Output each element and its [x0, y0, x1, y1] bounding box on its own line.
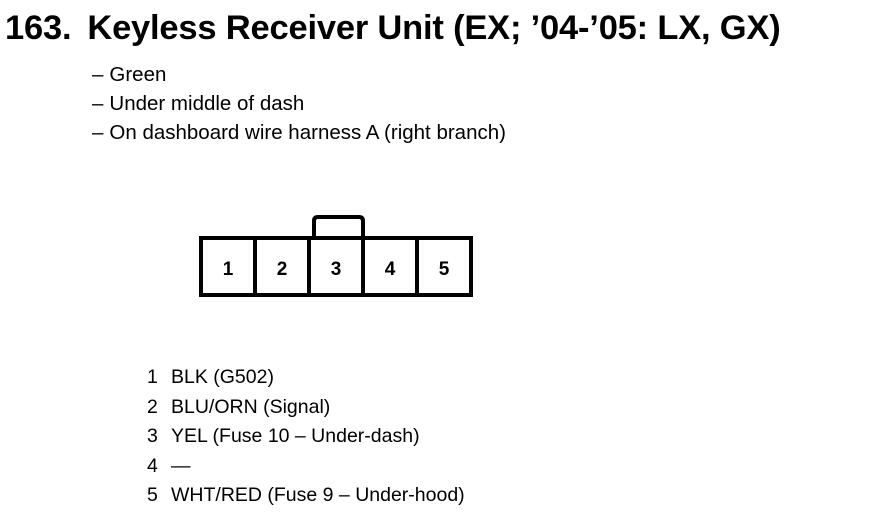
- pin-number: 5: [147, 484, 158, 506]
- pin-description: BLK (G502): [171, 366, 274, 388]
- pin-number: 4: [147, 454, 158, 477]
- note-location: –Under middle of dash: [92, 92, 305, 115]
- cavity-label-2: 2: [277, 259, 288, 280]
- pin-list: 1 BLK (G502) 2 BLU/ORN (Signal) 3 YEL (Fuse…: [147, 363, 465, 511]
- connector-notes: –Green –Under middle of dash –On dashboa…: [92, 60, 506, 147]
- note-color: –Green: [92, 63, 167, 86]
- cavity-label-5: 5: [439, 259, 450, 280]
- cavity-label-3: 3: [331, 259, 342, 280]
- title-text: Keyless Receiver Unit (EX; ’04-’05: LX, …: [87, 9, 781, 47]
- note-harness: –On dashboard wire harness A (right bran…: [92, 121, 506, 144]
- pin-row: 1 BLK (G502): [147, 363, 465, 393]
- pin-number: 1: [147, 366, 158, 388]
- pin-row: 5 WHT/RED (Fuse 9 – Under-hood): [147, 481, 465, 511]
- pin-row: 3 YEL (Fuse 10 – Under-dash): [147, 422, 465, 452]
- cavity-label-4: 4: [385, 259, 396, 280]
- pin-description: WHT/RED (Fuse 9 – Under-hood): [171, 484, 465, 506]
- connector-face: 1 2 3 4 5: [199, 215, 473, 297]
- connector-body: [199, 236, 473, 297]
- cavity-label-1: 1: [223, 259, 234, 280]
- pin-row: 2 BLU/ORN (Signal): [147, 393, 465, 423]
- pin-number: 3: [147, 425, 158, 447]
- page-title: 163. Keyless Receiver Unit (EX; ’04-’05: …: [5, 6, 781, 50]
- locking-tab: [312, 215, 365, 238]
- pin-description: YEL (Fuse 10 – Under-dash): [171, 425, 420, 447]
- pin-row: 4—: [147, 452, 465, 482]
- pin-description: —: [171, 454, 191, 477]
- pin-number: 2: [147, 395, 158, 418]
- section-number: 163.: [5, 9, 72, 47]
- connector-diagram: 1 2 3 4 5: [199, 213, 473, 299]
- pin-description: BLU/ORN (Signal): [171, 395, 331, 418]
